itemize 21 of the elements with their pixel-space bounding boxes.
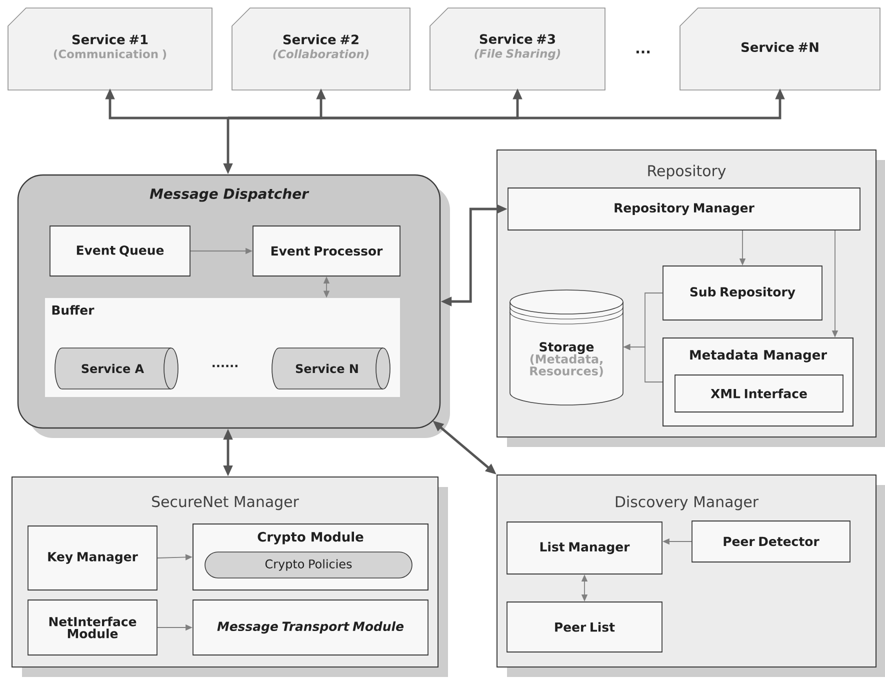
service-box: Service #N: [680, 8, 880, 90]
storage-cylinder: Storage (Metadata, Resources): [510, 290, 624, 406]
component-box: Peer List: [506, 602, 662, 652]
component-box: Event Processor: [252, 226, 400, 276]
service-box: Service #2 (Collaboration): [232, 8, 410, 90]
queue-cylinder: Service A: [54, 348, 178, 390]
service-box: Service #3 (File Sharing): [430, 8, 606, 90]
component-box: Key Manager: [28, 526, 158, 590]
component-box: List Manager: [506, 522, 662, 574]
service-box: Service #1 (Communication ): [8, 8, 212, 90]
component-box: Repository Manager: [508, 188, 860, 230]
component-box: Peer Detector: [692, 520, 850, 562]
policy-pill: Crypto Policies: [204, 552, 412, 578]
component-box: NetInterface Module: [28, 600, 158, 656]
ellipsis: ......: [212, 364, 238, 368]
component-box: Sub Repository: [662, 266, 822, 320]
component-box: Event Queue: [50, 226, 190, 276]
component-box: Message Transport Module: [192, 600, 428, 656]
component-box: XML Interface: [674, 374, 844, 412]
queue-cylinder: Service N: [272, 348, 390, 390]
ellipsis: ...: [636, 50, 650, 54]
